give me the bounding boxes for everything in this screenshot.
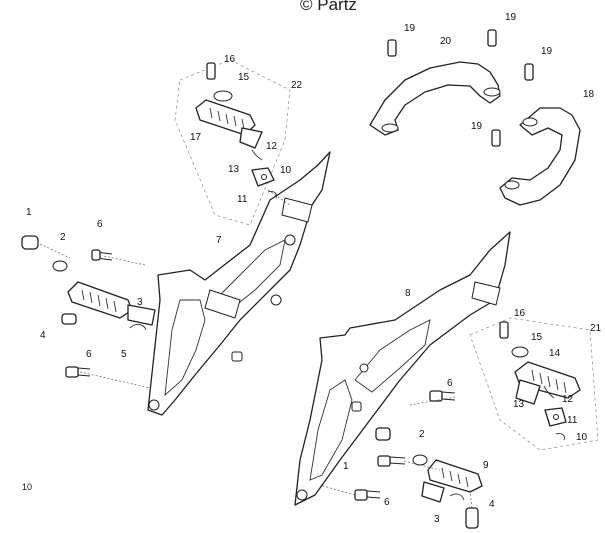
callout-1-right: 1 xyxy=(343,461,349,472)
callout-6a-right: 6 xyxy=(447,378,453,389)
callout-19d: 19 xyxy=(471,121,483,132)
callout-1-left: 1 xyxy=(26,207,32,218)
left-hardware xyxy=(21,235,156,389)
left-footrest-bracket xyxy=(147,151,331,416)
callout-20: 20 xyxy=(440,36,452,47)
grab-handle-20 xyxy=(369,29,501,136)
callout-9: 9 xyxy=(483,460,489,471)
corner-mark: 10 xyxy=(22,482,32,492)
callout-3-right: 3 xyxy=(434,514,440,525)
callout-13-right: 13 xyxy=(513,399,525,410)
callout-10-upper: 10 xyxy=(280,165,292,176)
callout-18: 18 xyxy=(583,89,595,100)
callout-19b: 19 xyxy=(505,12,517,23)
watermark: © Partz xyxy=(300,0,357,14)
callout-11-upper: 11 xyxy=(237,194,248,205)
upper-left-footrest xyxy=(174,59,291,226)
callout-19a: 19 xyxy=(404,23,416,34)
callout-8: 8 xyxy=(405,288,411,299)
callout-12-right: 12 xyxy=(562,394,574,405)
callout-3-left: 3 xyxy=(137,297,143,308)
callout-2-right: 2 xyxy=(419,429,425,440)
right-footrest-bracket xyxy=(294,231,511,506)
callout-16-right: 16 xyxy=(514,308,526,319)
callout-15-upper: 15 xyxy=(238,72,250,83)
callout-11-right: 11 xyxy=(567,415,578,426)
callout-6a-left: 6 xyxy=(97,219,103,230)
callout-22: 22 xyxy=(291,80,303,91)
callout-12-upper: 12 xyxy=(266,141,278,152)
callout-17: 17 xyxy=(190,132,202,143)
callout-16-upper: 16 xyxy=(224,54,236,65)
callout-14: 14 xyxy=(549,348,561,359)
callout-4-right: 4 xyxy=(489,499,495,510)
callout-6b-left: 6 xyxy=(86,349,92,360)
callout-7: 7 xyxy=(216,235,222,246)
callout-2-left: 2 xyxy=(60,232,66,243)
callout-10-right: 10 xyxy=(576,432,588,443)
callout-15-right: 15 xyxy=(531,332,543,343)
callout-4-left: 4 xyxy=(40,330,46,341)
callout-5-left: 5 xyxy=(121,349,127,360)
callout-labels: 1 2 3 4 5 6 6 7 8 16 15 22 17 12 13 10 1… xyxy=(22,12,602,525)
right-hardware xyxy=(319,317,599,529)
grab-handle-18 xyxy=(491,63,581,206)
callout-19c: 19 xyxy=(541,46,553,57)
callout-13-upper: 13 xyxy=(228,164,240,175)
callout-6b-right: 6 xyxy=(384,497,390,508)
callout-21: 21 xyxy=(590,323,602,334)
